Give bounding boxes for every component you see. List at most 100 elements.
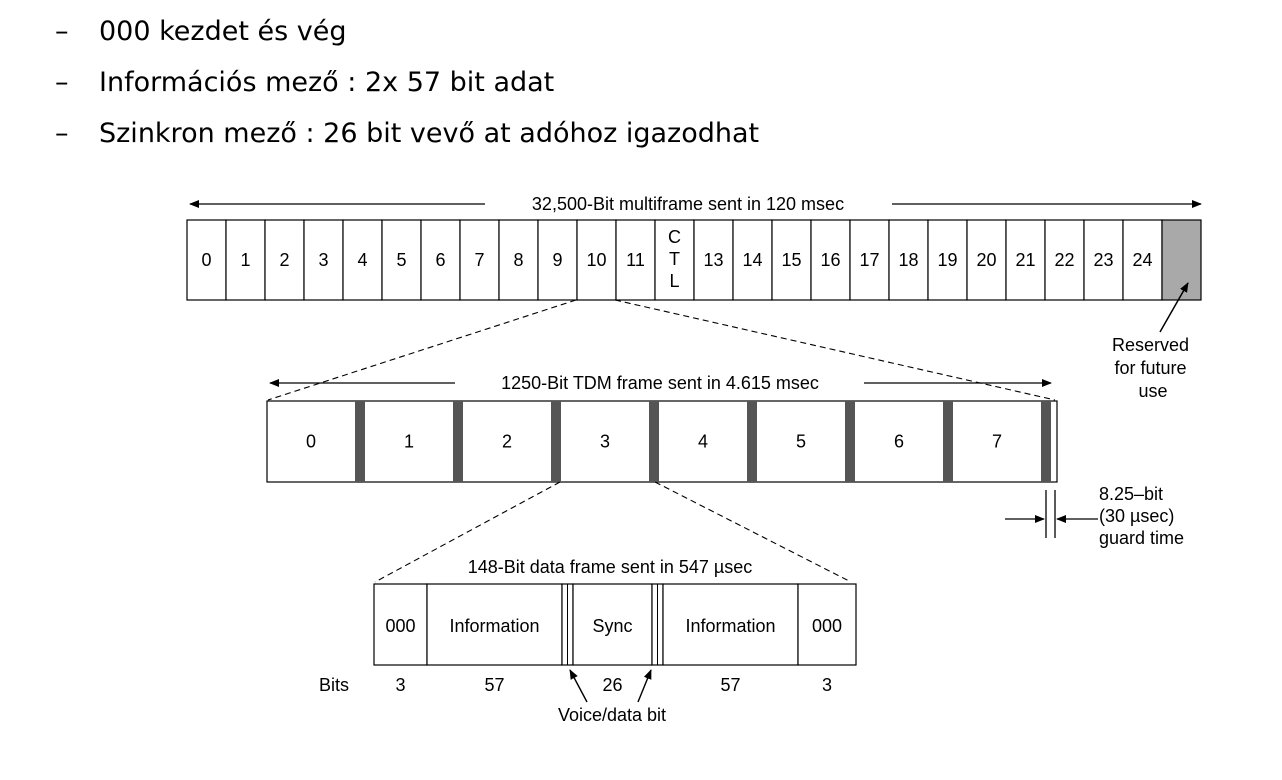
multiframe-slot-label: L <box>669 271 679 291</box>
multiframe-slot-label: 22 <box>1054 250 1074 270</box>
multiframe-slot <box>615 219 656 301</box>
zoom-line-mf-left <box>267 299 577 401</box>
multiframe-slot <box>927 219 968 301</box>
guard-note-line: guard time <box>1099 528 1184 548</box>
voice-data-note: Voice/data bit <box>558 705 666 725</box>
multiframe-slot-label: 16 <box>820 250 840 270</box>
multiframe-slot <box>186 219 227 301</box>
bits-value: 57 <box>484 675 504 695</box>
multiframe-slot <box>342 219 383 301</box>
multiframe-slot <box>459 219 500 301</box>
multiframe-slot <box>888 219 929 301</box>
multiframe-slot-label: 2 <box>279 250 289 270</box>
multiframe-slot <box>654 219 695 301</box>
multiframe-slot-label: C <box>668 227 681 247</box>
data-frame-field-label: Sync <box>592 616 632 636</box>
guard-note-line: 8.25–bit <box>1099 484 1163 504</box>
data-frame-field <box>797 583 857 666</box>
data-frame-field-label: 000 <box>812 616 842 636</box>
multiframe-slot-label: 6 <box>435 250 445 270</box>
data-frame-field <box>662 583 799 666</box>
multiframe-slot-label: 1 <box>240 250 250 270</box>
multiframe-slot-label: 11 <box>626 250 645 270</box>
guard-period-bar <box>845 401 855 482</box>
multiframe-slot-label: 7 <box>474 250 484 270</box>
multiframe-label: 32,500-Bit multiframe sent in 120 msec <box>532 194 844 214</box>
data-frame-row: 000 Information Sync Information 000 <box>373 583 857 666</box>
reserved-note-line: Reserved <box>1112 335 1189 355</box>
bullet-item: –000 kezdet és vég <box>55 12 759 63</box>
multiframe-slot-label: 3 <box>318 250 328 270</box>
multiframe-slot <box>693 219 734 301</box>
multiframe-slot-label: 19 <box>937 250 957 270</box>
tdm-slot-label: 2 <box>502 432 512 452</box>
bullet-dash: – <box>55 118 69 149</box>
tdm-label: 1250-Bit TDM frame sent in 4.615 msec <box>501 373 819 393</box>
multiframe-slot-label: 23 <box>1093 250 1113 270</box>
data-frame-field-label: 000 <box>385 616 415 636</box>
tdm-slot-label: 1 <box>404 432 414 452</box>
guard-period-bar <box>649 401 659 482</box>
bullet-list: –000 kezdet és vég –Információs mező : 2… <box>55 12 759 165</box>
guard-period-bar <box>1041 401 1051 482</box>
data-frame-label: 148-Bit data frame sent in 547 µsec <box>468 557 753 577</box>
multiframe-slot-label: 9 <box>552 250 562 270</box>
bits-value: 3 <box>822 675 832 695</box>
zoom-line-tdm-right <box>654 481 852 583</box>
reserved-note-line: use <box>1138 381 1167 401</box>
multiframe-slot <box>381 219 422 301</box>
bullet-text: Információs mező : 2x 57 bit adat <box>99 67 555 98</box>
multiframe-slot-label: 5 <box>396 250 406 270</box>
tdm-slot-label: 4 <box>698 432 708 452</box>
bullet-dash: – <box>55 67 69 98</box>
multiframe-slot <box>1005 219 1046 301</box>
guard-note-line: (30 µsec) <box>1099 506 1174 526</box>
multiframe-slot <box>771 219 812 301</box>
multiframe-slot-label: 13 <box>703 250 723 270</box>
multiframe-slot <box>576 219 617 301</box>
multiframe-slot <box>849 219 890 301</box>
bits-value: 57 <box>720 675 740 695</box>
multiframe-slot-label: 18 <box>898 250 918 270</box>
bits-label: Bits <box>319 675 349 695</box>
reserved-pointer-arrow <box>1159 282 1189 333</box>
guard-period-bar <box>355 401 365 482</box>
multiframe-slot-reserved <box>1161 219 1202 301</box>
multiframe-slot-label: 21 <box>1015 250 1035 270</box>
multiframe-slot-label: 20 <box>976 250 996 270</box>
data-frame-field-label: Information <box>685 616 775 636</box>
multiframe-slot-label: 24 <box>1132 250 1152 270</box>
bits-value: 26 <box>602 675 622 695</box>
data-frame-field-label: Information <box>449 616 539 636</box>
guard-note: 8.25–bit (30 µsec) guard time <box>1099 484 1184 548</box>
multiframe-slot-label: 14 <box>742 250 762 270</box>
data-frame-field <box>572 583 653 666</box>
multiframe-slot-label: 17 <box>859 250 879 270</box>
guard-period-bar <box>943 401 953 482</box>
zoom-line-tdm-left <box>374 481 561 583</box>
multiframe-slot <box>420 219 461 301</box>
bullet-text: 000 kezdet és vég <box>99 16 347 47</box>
voice-data-arrow-left <box>569 669 588 703</box>
multiframe-slot <box>1044 219 1085 301</box>
multiframe-slot <box>732 219 773 301</box>
bullet-item: –Információs mező : 2x 57 bit adat <box>55 63 759 114</box>
bullet-dash: – <box>55 16 69 47</box>
reserved-note-line: for future <box>1114 358 1186 378</box>
multiframe-slot <box>225 219 266 301</box>
bullet-text: Szinkron mező : 26 bit vevő at adóhoz ig… <box>99 118 760 149</box>
tdm-slot-label: 6 <box>894 432 904 452</box>
tdm-slot-label: 0 <box>306 432 316 452</box>
multiframe-slot <box>498 219 539 301</box>
multiframe-slot-label: 4 <box>357 250 367 270</box>
voice-data-arrow-right <box>637 669 652 703</box>
multiframe-slot-label: T <box>669 249 680 269</box>
multiframe-slot <box>264 219 305 301</box>
bullet-item: –Szinkron mező : 26 bit vevő at adóhoz i… <box>55 114 759 165</box>
bits-value: 3 <box>395 675 405 695</box>
multiframe-slot-label: 8 <box>513 250 523 270</box>
bits-row: 3 57 26 57 3 <box>395 675 832 695</box>
